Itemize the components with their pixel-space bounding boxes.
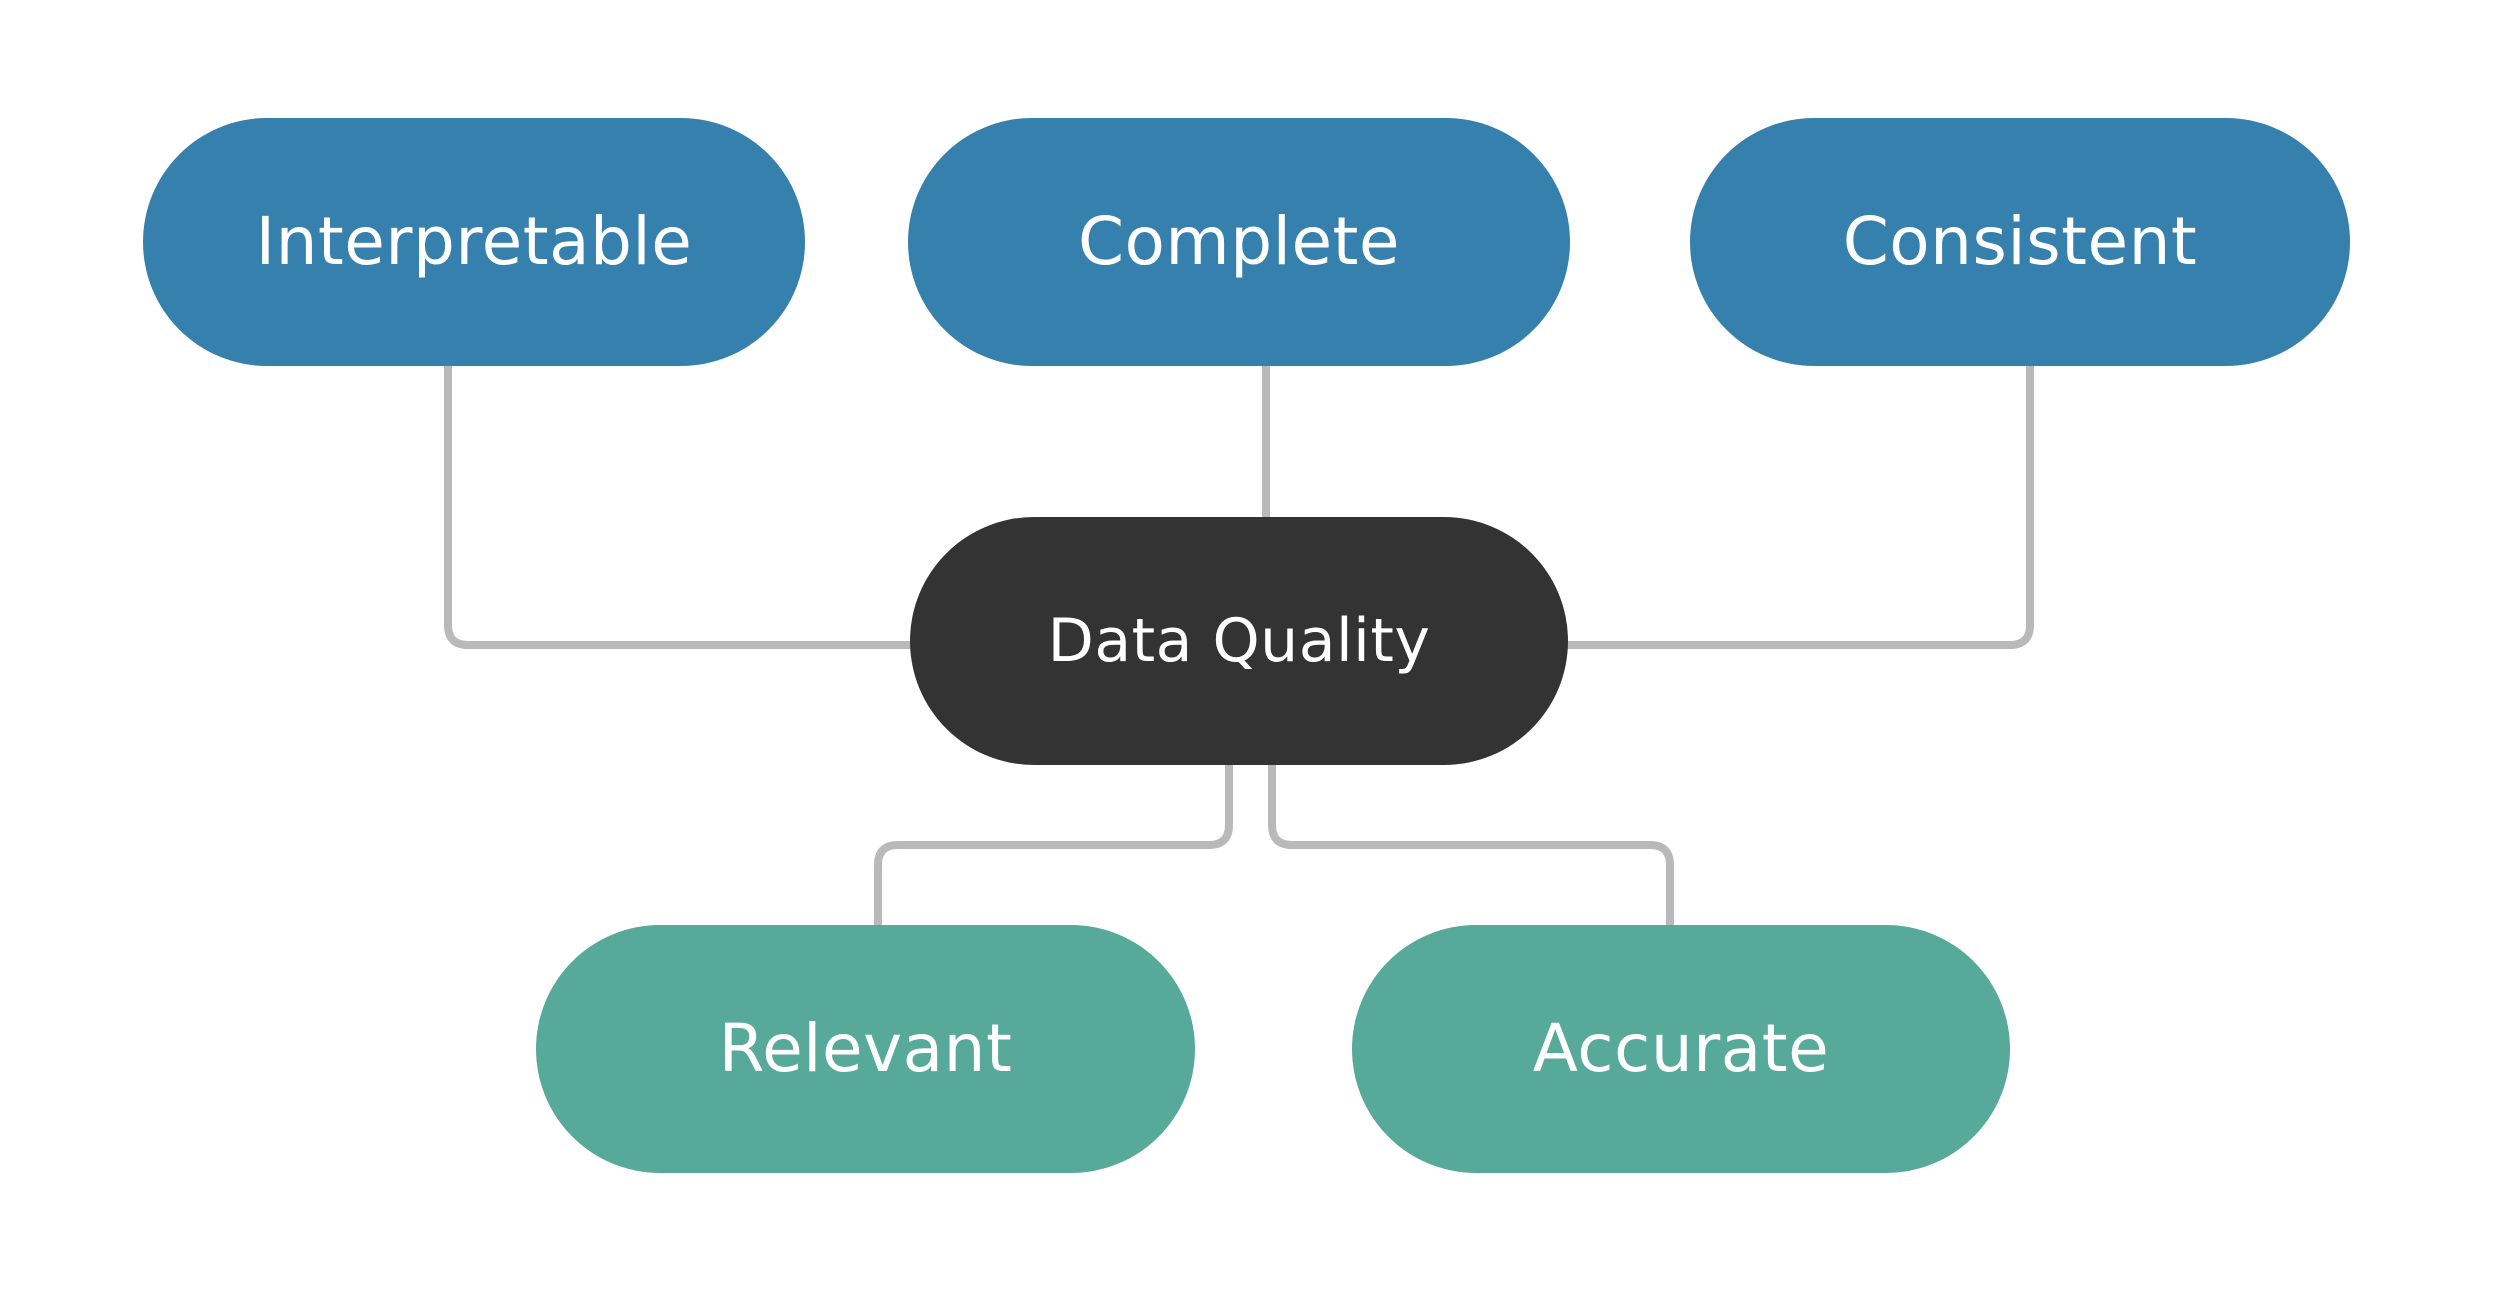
edge-data-quality-to-relevant (874, 763, 1233, 928)
node-interpretable-label: Interpretable (255, 203, 693, 280)
node-relevant-label: Relevant (718, 1010, 1013, 1087)
node-accurate-label: Accurate (1532, 1010, 1830, 1087)
node-data-quality-label: Data Quality (1047, 606, 1431, 676)
node-consistent-label: Consistent (1842, 203, 2198, 280)
node-complete-label: Complete (1077, 203, 1401, 280)
node-interpretable[interactable]: Interpretable (143, 118, 805, 366)
node-consistent[interactable]: Consistent (1690, 118, 2350, 366)
node-complete[interactable]: Complete (908, 118, 1570, 366)
node-relevant[interactable]: Relevant (536, 925, 1195, 1173)
node-data-quality[interactable]: Data Quality (910, 517, 1568, 765)
node-accurate[interactable]: Accurate (1352, 925, 2010, 1173)
edge-consistent-to-data-quality (1566, 365, 2034, 649)
edge-interpretable-to-data-quality (444, 365, 912, 649)
edge-data-quality-to-accurate (1268, 763, 1674, 928)
